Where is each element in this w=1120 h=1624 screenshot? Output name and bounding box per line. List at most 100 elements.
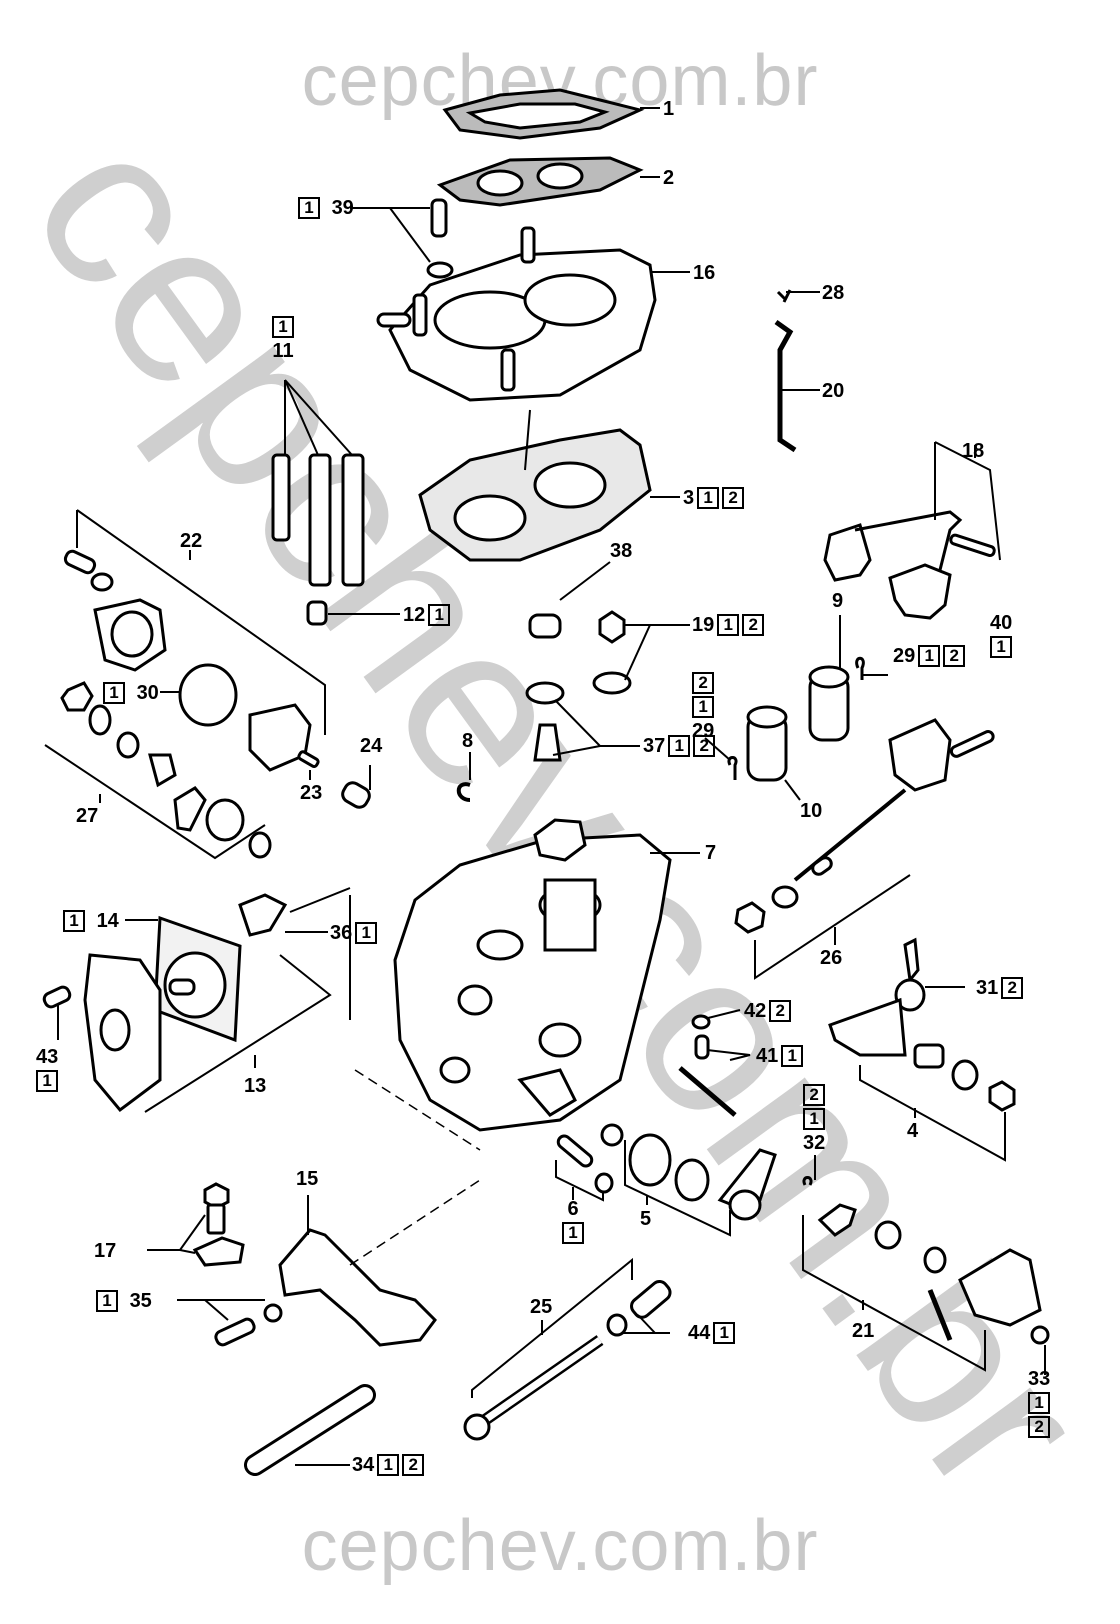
callout-number: 17 (94, 1240, 117, 1262)
callout-number: 32 (803, 1132, 826, 1154)
callout-24: 24 (360, 735, 382, 757)
watermark-bottom: cepchev.com.br (301, 1506, 819, 1586)
callout-number: 35 (129, 1290, 152, 1312)
note-box: 2 (692, 672, 715, 694)
callout-number: 10 (800, 800, 823, 822)
note-box: 2 (803, 1084, 826, 1106)
part-gasket-top (442, 88, 660, 140)
callout-2: 2 (663, 167, 674, 189)
callout-number: 7 (705, 842, 717, 864)
part-clip-8 (456, 752, 471, 802)
part-body-7 (393, 818, 700, 1132)
note-box: 1 (918, 645, 941, 667)
note-box: 1 (717, 614, 740, 636)
callout-number: 5 (640, 1208, 652, 1230)
callout-number: 34 (352, 1454, 375, 1476)
callout-10: 10 (800, 800, 822, 822)
part-rod-20 (774, 289, 820, 453)
callout-number: 33 (1028, 1368, 1051, 1390)
note-box: 1 (298, 197, 320, 219)
part-shaft-25 (463, 1257, 672, 1441)
part-screw-39 (350, 198, 454, 279)
callout-30: 1 30 (103, 682, 159, 704)
callout-13: 13 (244, 1075, 266, 1097)
part-diaphragm-13-14 (42, 887, 351, 1113)
callout-number: 38 (610, 540, 633, 562)
callout-number: 25 (530, 1296, 553, 1318)
callout-23: 23 (300, 782, 322, 804)
note-box: 2 (402, 1454, 425, 1476)
callout-number: 44 (688, 1322, 711, 1344)
part-tube-34 (244, 1384, 376, 1476)
callout-14: 1 14 (63, 910, 119, 932)
callout-number: 43 (36, 1046, 59, 1068)
part-jets-11 (271, 379, 400, 626)
callout-15: 15 (296, 1168, 318, 1190)
callout-8: 8 (462, 730, 473, 752)
callout-number: 8 (462, 730, 474, 752)
note-box: 2 (742, 614, 765, 636)
part-screw-41-42 (678, 1009, 751, 1117)
callout-7: 7 (705, 842, 716, 864)
note-box: 1 (377, 1454, 400, 1476)
callout-number: 42 (744, 1000, 767, 1022)
note-box: 1 (803, 1108, 826, 1130)
callout-18: 18 (962, 440, 984, 462)
callout-number: 36 (330, 922, 353, 944)
note-box: 2 (693, 735, 716, 757)
part-lever-4-31 (828, 937, 1016, 1162)
callout-number: 3 (683, 487, 695, 509)
callout-22: 22 (180, 530, 202, 552)
callout-35: 1 35 (96, 1290, 152, 1312)
part-gasket-2 (436, 156, 660, 207)
part-throttle-15 (147, 1069, 481, 1347)
callout-number: 24 (360, 735, 383, 757)
callout-number: 28 (822, 282, 845, 304)
callout-number: 16 (693, 262, 716, 284)
callout-number: 6 (567, 1198, 579, 1220)
note-box: 1 (36, 1070, 59, 1092)
callout-number: 18 (962, 440, 985, 462)
callout-1: 1 (663, 98, 674, 120)
callout-4: 4 (907, 1120, 918, 1142)
callout-number: 1 (663, 98, 675, 120)
note-box: 2 (769, 1000, 792, 1022)
note-box: 1 (781, 1045, 804, 1067)
callout-16: 16 (693, 262, 715, 284)
callout-number: 26 (820, 947, 843, 969)
callout-number: 23 (300, 782, 323, 804)
callout-20: 20 (822, 380, 844, 402)
part-plugs (525, 561, 690, 762)
part-air-horn-16 (376, 226, 690, 402)
callout-9: 9 (832, 590, 843, 612)
callout-28: 28 (822, 282, 844, 304)
note-box: 1 (96, 1290, 118, 1312)
note-box: 1 (668, 735, 691, 757)
part-pump-9-10 (704, 615, 888, 801)
callout-number: 27 (76, 805, 99, 827)
note-box: 1 (562, 1222, 584, 1244)
callout-number: 41 (756, 1045, 779, 1067)
callout-number: 29 (893, 645, 916, 667)
part-diaphragm-22 (63, 509, 371, 809)
note-box: 2 (1001, 977, 1024, 999)
callout-number: 15 (296, 1168, 319, 1190)
note-box: 1 (272, 316, 294, 338)
callout-number: 4 (907, 1120, 919, 1142)
note-box: 1 (1028, 1392, 1051, 1414)
